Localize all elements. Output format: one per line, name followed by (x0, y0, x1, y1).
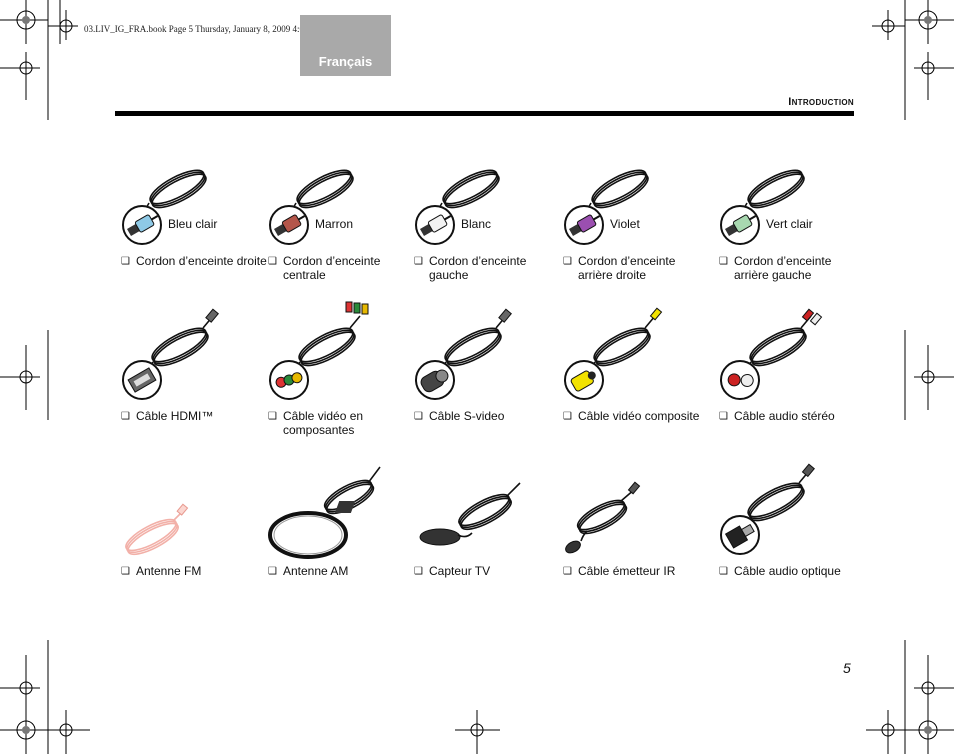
cable-item: ❑ Câble audio optique (719, 455, 864, 605)
checkbox-glyph: ❑ (268, 566, 277, 577)
item-caption-text: Câble vidéo composite (578, 409, 700, 423)
composite-video-cable-icon (564, 307, 663, 400)
section-title: Introduction (788, 96, 854, 108)
checkbox-glyph: ❑ (719, 256, 728, 267)
header-rule (115, 111, 854, 116)
speaker-cord-icon (720, 169, 805, 245)
speaker-cord-icon (564, 169, 649, 245)
cable-item: Vert clair ❑ Cordon d’enceinte arrière gau… (719, 165, 864, 315)
wire-color-label: Vert clair (766, 217, 813, 231)
cable-item: ❑ Antenne AM (268, 455, 413, 605)
checkbox-glyph: ❑ (414, 256, 423, 267)
item-caption-text: Câble émetteur IR (578, 564, 676, 578)
optical-audio-cable-icon (720, 463, 815, 555)
item-caption-text: Cordon d’enceinte gauche (429, 254, 527, 282)
item-caption: ❑ Capteur TV (414, 564, 564, 578)
wire-color-label: Violet (610, 217, 640, 231)
item-caption: ❑ Cordon d’enceinte arrière droite (563, 254, 713, 282)
item-caption-text: Câble audio optique (734, 564, 841, 578)
item-caption-text: Cordon d’enceinte droite (136, 254, 267, 268)
item-caption-text: Antenne AM (283, 564, 349, 578)
page-number: 5 (843, 660, 851, 676)
item-caption: ❑ Antenne FM (121, 564, 271, 578)
cable-item: ❑ Câble vidéo en composantes (268, 300, 413, 450)
language-tab: Français (300, 15, 391, 76)
checkbox-glyph: ❑ (563, 256, 572, 267)
item-caption: ❑ Cordon d’enceinte gauche (414, 254, 564, 282)
cable-item: ❑ Antenne FM (121, 455, 266, 605)
item-caption-text: Câble vidéo en composantes (283, 409, 364, 437)
cable-item: ❑ Câble HDMI™ (121, 300, 266, 450)
cable-item: ❑ Capteur TV (414, 455, 559, 605)
item-caption-text: Cordon d’enceinte arrière droite (578, 254, 676, 282)
stereo-audio-cable-icon (720, 308, 823, 400)
fm-antenna-icon (125, 503, 189, 556)
cable-item: ❑ Câble émetteur IR (563, 455, 708, 605)
hdmi-cable-icon (122, 308, 219, 400)
item-caption: ❑ Cordon d’enceinte centrale (268, 254, 418, 282)
cable-item: Blanc ❑ Cordon d’enceinte gauche (414, 165, 559, 315)
wire-color-label: Bleu clair (168, 217, 218, 231)
speaker-cord-icon (415, 169, 500, 245)
checkbox-glyph: ❑ (719, 566, 728, 577)
cable-item: ❑ Câble S-video (414, 300, 559, 450)
item-caption-text: Capteur TV (429, 564, 491, 578)
checkbox-glyph: ❑ (268, 256, 277, 267)
item-caption: ❑ Cordon d’enceinte arrière gauche (719, 254, 869, 282)
checkbox-glyph: ❑ (563, 411, 572, 422)
cable-item: Violet ❑ Cordon d’enceinte arrière droite (563, 165, 708, 315)
item-caption: ❑ Câble vidéo en composantes (268, 409, 418, 437)
checkbox-glyph: ❑ (563, 566, 572, 577)
item-caption-text: Antenne FM (136, 564, 202, 578)
checkbox-glyph: ❑ (719, 411, 728, 422)
speaker-cord-icon (122, 169, 207, 245)
item-caption: ❑ Cordon d’enceinte droite (121, 254, 271, 268)
checkbox-glyph: ❑ (414, 566, 423, 577)
checkbox-glyph: ❑ (121, 566, 130, 577)
wire-color-label: Marron (315, 217, 354, 231)
checkbox-glyph: ❑ (121, 411, 130, 422)
cable-item: Marron ❑ Cordon d’enceinte centrale (268, 165, 413, 315)
ir-emitter-cable-icon (565, 481, 641, 554)
s-video-cable-icon (415, 308, 512, 400)
item-caption: ❑ Câble S-video (414, 409, 564, 423)
cable-item: ❑ Câble vidéo composite (563, 300, 708, 450)
speaker-cord-icon (269, 169, 354, 245)
item-caption-text: Câble S-video (429, 409, 505, 423)
am-antenna-icon (268, 466, 381, 559)
item-caption-text: Cordon d’enceinte arrière gauche (734, 254, 832, 282)
wire-color-label: Blanc (461, 217, 492, 231)
cable-item: Bleu clair ❑ Cordon d’enceinte droite (121, 165, 267, 315)
language-tab-label: Français (318, 54, 373, 69)
item-caption: ❑ Câble audio stéréo (719, 409, 869, 423)
item-caption: ❑ Câble HDMI™ (121, 409, 271, 423)
item-caption-text: Cordon d’enceinte centrale (283, 254, 381, 282)
item-caption-text: Câble audio stéréo (734, 409, 835, 423)
item-caption: ❑ Câble audio optique (719, 564, 869, 578)
book-header: 03.LIV_IG_FRA.book Page 5 Thursday, Janu… (84, 24, 324, 34)
component-video-cable-icon (269, 301, 369, 400)
checkbox-glyph: ❑ (121, 256, 130, 267)
item-caption: ❑ Câble vidéo composite (563, 409, 713, 423)
cable-item: ❑ Câble audio stéréo (719, 300, 864, 450)
checkbox-glyph: ❑ (268, 411, 277, 422)
item-caption: ❑ Antenne AM (268, 564, 418, 578)
checkbox-glyph: ❑ (414, 411, 423, 422)
item-caption-text: Câble HDMI™ (136, 409, 214, 423)
tv-sensor-icon (419, 482, 521, 546)
item-caption: ❑ Câble émetteur IR (563, 564, 713, 578)
